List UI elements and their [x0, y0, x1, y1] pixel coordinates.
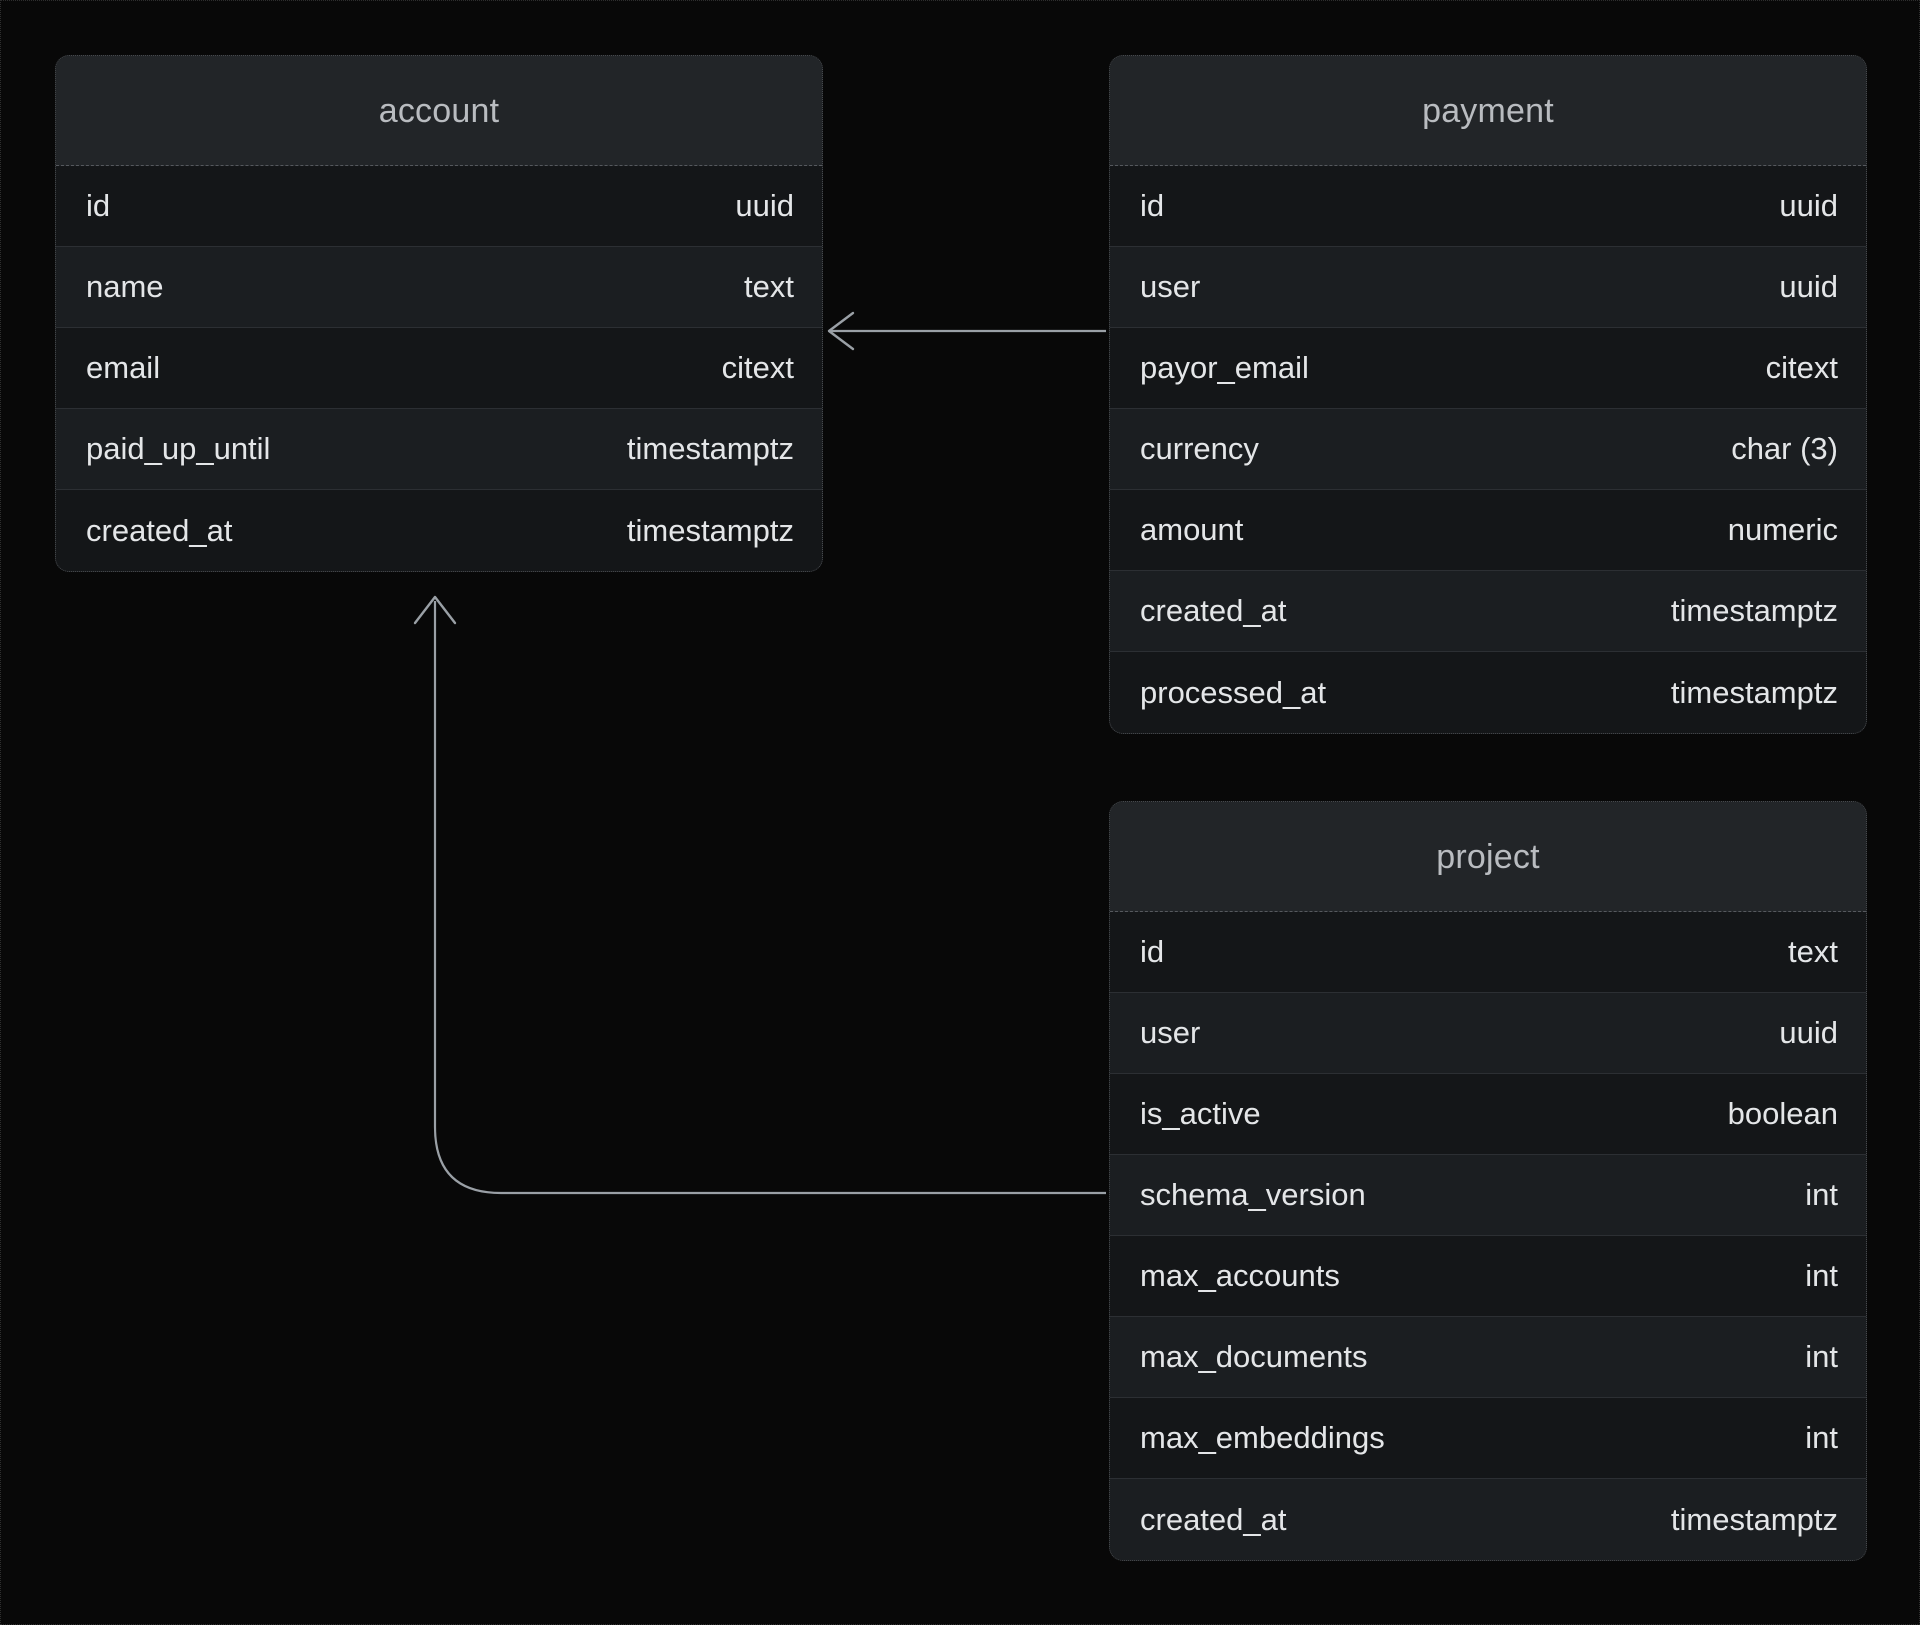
entity-account[interactable]: account id uuid name text email citext p… — [55, 55, 823, 572]
field-name: created_at — [86, 512, 233, 548]
field-name: processed_at — [1140, 674, 1327, 710]
field-row[interactable]: created_at timestamptz — [1110, 571, 1866, 652]
field-type: char (3) — [1731, 431, 1838, 466]
field-name: is_active — [1140, 1096, 1261, 1131]
field-name: name — [86, 269, 164, 304]
entity-project[interactable]: project id text user uuid is_active bool… — [1109, 801, 1867, 1561]
field-type: citext — [721, 350, 794, 385]
field-type: timestamptz — [626, 431, 794, 466]
edge-payment-user-to-account — [827, 311, 1106, 351]
field-row[interactable]: email citext — [56, 328, 822, 409]
field-type: int — [1805, 1420, 1838, 1455]
field-name: currency — [1140, 431, 1259, 466]
field-name: id — [86, 188, 111, 223]
edge-project-user-to-account — [413, 595, 1106, 1195]
field-type: int — [1805, 1177, 1838, 1212]
field-name: schema_version — [1140, 1177, 1366, 1212]
field-row[interactable]: id uuid — [1110, 166, 1866, 247]
field-name: max_documents — [1140, 1339, 1368, 1374]
field-type: numeric — [1727, 512, 1838, 547]
field-name: id — [1140, 934, 1165, 969]
field-name: payor_email — [1140, 350, 1309, 385]
field-row[interactable]: payor_email citext — [1110, 328, 1866, 409]
field-row[interactable]: amount numeric — [1110, 490, 1866, 571]
field-type: uuid — [1779, 269, 1838, 304]
entity-title-project: project — [1110, 802, 1866, 912]
field-row[interactable]: user uuid — [1110, 993, 1866, 1074]
field-row[interactable]: is_active boolean — [1110, 1074, 1866, 1155]
field-row[interactable]: max_accounts int — [1110, 1236, 1866, 1317]
field-type: citext — [1765, 350, 1838, 385]
field-row[interactable]: name text — [56, 247, 822, 328]
field-list-account: id uuid name text email citext paid_up_u… — [56, 166, 822, 571]
field-type: timestamptz — [1670, 674, 1838, 710]
field-row[interactable]: schema_version int — [1110, 1155, 1866, 1236]
field-row[interactable]: created_at timestamptz — [56, 490, 822, 571]
field-type: uuid — [1779, 1015, 1838, 1050]
field-list-payment: id uuid user uuid payor_email citext cur… — [1110, 166, 1866, 733]
field-row[interactable]: id uuid — [56, 166, 822, 247]
field-name: paid_up_until — [86, 431, 271, 466]
entity-title-payment: payment — [1110, 56, 1866, 166]
arrow-head-icon — [827, 311, 855, 351]
field-type: timestamptz — [1670, 593, 1838, 628]
entity-title-account: account — [56, 56, 822, 166]
field-type: int — [1805, 1339, 1838, 1374]
field-name: id — [1140, 188, 1165, 223]
field-row[interactable]: user uuid — [1110, 247, 1866, 328]
field-row[interactable]: max_embeddings int — [1110, 1398, 1866, 1479]
field-name: created_at — [1140, 593, 1287, 628]
field-row[interactable]: max_documents int — [1110, 1317, 1866, 1398]
field-type: int — [1805, 1258, 1838, 1293]
field-type: text — [1788, 934, 1838, 969]
field-row[interactable]: id text — [1110, 912, 1866, 993]
field-row[interactable]: processed_at timestamptz — [1110, 652, 1866, 733]
field-name: email — [86, 350, 161, 385]
field-type: uuid — [1779, 188, 1838, 223]
entity-payment[interactable]: payment id uuid user uuid payor_email ci… — [1109, 55, 1867, 734]
field-name: user — [1140, 1015, 1201, 1050]
field-name: amount — [1140, 512, 1244, 547]
field-type: timestamptz — [626, 512, 794, 548]
field-type: boolean — [1727, 1096, 1838, 1131]
field-row[interactable]: currency char (3) — [1110, 409, 1866, 490]
field-type: uuid — [735, 188, 794, 223]
arrow-head-icon — [413, 595, 457, 625]
field-type: timestamptz — [1670, 1501, 1838, 1537]
field-row[interactable]: paid_up_until timestamptz — [56, 409, 822, 490]
field-type: text — [744, 269, 794, 304]
field-row[interactable]: created_at timestamptz — [1110, 1479, 1866, 1560]
field-name: user — [1140, 269, 1201, 304]
field-name: max_embeddings — [1140, 1420, 1385, 1455]
field-name: max_accounts — [1140, 1258, 1340, 1293]
field-name: created_at — [1140, 1501, 1287, 1537]
field-list-project: id text user uuid is_active boolean sche… — [1110, 912, 1866, 1560]
edge-line — [433, 601, 1106, 1195]
